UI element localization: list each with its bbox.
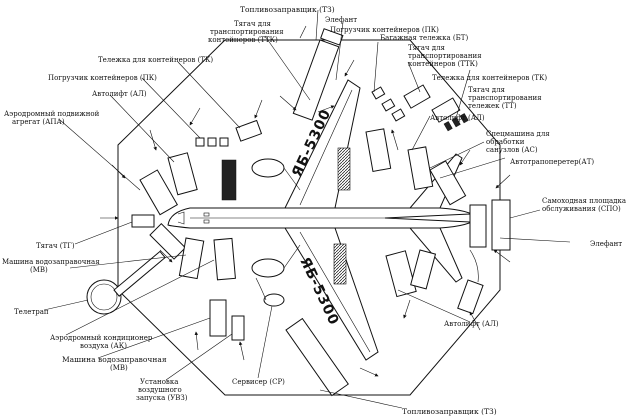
container-loader-bottom [333,243,347,285]
autoramp-vehicle [429,160,467,206]
container-loader-top [337,147,351,191]
label-apa-2: агрегат (АПА) [12,118,65,126]
label-aircond-1: Аэродромный кондиционер [50,334,153,342]
label-tractor-tg: Тягач (ТГ) [36,242,75,250]
teletrap-rotunda [86,279,122,315]
label-tractor-ttk-r1: Тягач для [408,44,446,52]
baggage-cart-1 [371,86,386,100]
container-loader-left [221,159,237,201]
label-tractor-tt-2: транспортирования [468,94,542,102]
teletrap-bridge [113,250,166,297]
baggage-cart-3 [391,108,406,122]
container-cart-right [431,97,461,123]
upper-engine [251,158,285,178]
label-uvz-1: Установка [140,378,178,386]
spo-platform [469,204,487,248]
water-truck-1 [178,237,205,280]
container-row-right [443,113,469,132]
service-zone-boundary [117,39,501,396]
label-autoramp: Автотрапоперетер(АТ) [510,158,594,166]
label-special-1: Спецмашина для [486,130,550,138]
elephant-right [457,279,484,315]
label-water-2: (МВ) [30,266,48,274]
leader-lines [43,9,571,409]
air-conditioner [213,237,236,281]
label-water-1: Машина водозаправочная [2,258,100,266]
label-tractor-ttk-r3: контейнеров (ТТК) [408,60,478,68]
autolift-left [167,152,198,196]
air-starter [231,315,245,341]
servicer-unit [263,293,285,307]
baggage-cart-2 [381,98,396,112]
labels: Топливозаправщик (ТЗ) Элефант Погрузчик … [2,5,626,416]
label-spo-1: Самоходная площадка [542,197,626,205]
container-tractor-right [403,84,431,109]
autolift-top-right [365,128,392,172]
label-cont-cart-right: Тележка для контейнеров (ТК) [432,74,547,82]
label-autolift-right-top: Автолифт (АЛ) [430,114,485,122]
special-vehicle [407,146,434,190]
label-baggage-cart: Багажная тележка (БТ) [380,34,468,42]
label-uvz-2: воздушного [138,386,182,394]
label-spo-2: обслуживания (СПО) [542,205,621,213]
label-special-3: санузлов (АС) [486,146,538,154]
water-truck-2 [209,299,227,337]
label-tractor-ttk-r2: транспортирования [408,52,482,60]
label-water2-2: (МВ) [110,364,128,372]
label-uvz-3: запуска (УВЗ) [136,394,188,402]
spo-platform-2 [491,199,511,251]
label-top-elephant: Элефант [325,16,357,24]
label-loader-pk-top: Погрузчик контейнеров (ПК) [330,26,439,34]
apa-unit [139,169,179,216]
label-tractor-tt-1: Тягач для [468,86,506,94]
label-tractor-tt-3: тележек (ТТ) [468,102,517,110]
lower-engine [251,258,285,278]
autolift-bottom-right [385,250,417,298]
label-loader-pk-left: Погрузчик контейнеров (ПК) [48,74,157,82]
movement-arrows [100,59,511,377]
tractor-tg [149,222,187,260]
fuel-truck-bottom [285,317,349,397]
label-tractor-ttk-3: контейнеров (ТТК) [208,36,278,44]
label-servicer: Сервисер (СР) [232,378,285,386]
label-cont-cart-left: Тележка для контейнеров (ТК) [98,56,213,64]
lower-wing [284,227,379,361]
label-autolift-right-bottom: Автолифт (АЛ) [444,320,499,328]
label-bottom-fuel: Топливозаправщик (ТЗ) [402,407,497,416]
elephant-path [469,249,479,283]
servicer-path [255,277,267,301]
label-teletrap: Телетрап [14,308,49,316]
label-tractor-ttk-1: Тягач для [234,20,272,28]
label-tractor-ttk-2: транспортирования [210,28,284,36]
label-special-2: обработки [486,138,525,146]
lower-stabilizer [408,227,463,283]
container-row-left [195,137,229,147]
container-tractor-left [235,119,263,142]
label-elephant-right: Элефант [590,240,622,248]
label-water2-1: Машина водозаправочная [62,355,167,364]
fuel-truck-top [292,39,340,121]
label-autolift-left: Автолифт (АЛ) [92,90,147,98]
label-apa-1: Аэродромный подвижной [4,110,100,118]
label-top-fuel: Топливозаправщик (ТЗ) [240,5,335,14]
label-aircond-2: воздуха (АК) [80,342,127,350]
